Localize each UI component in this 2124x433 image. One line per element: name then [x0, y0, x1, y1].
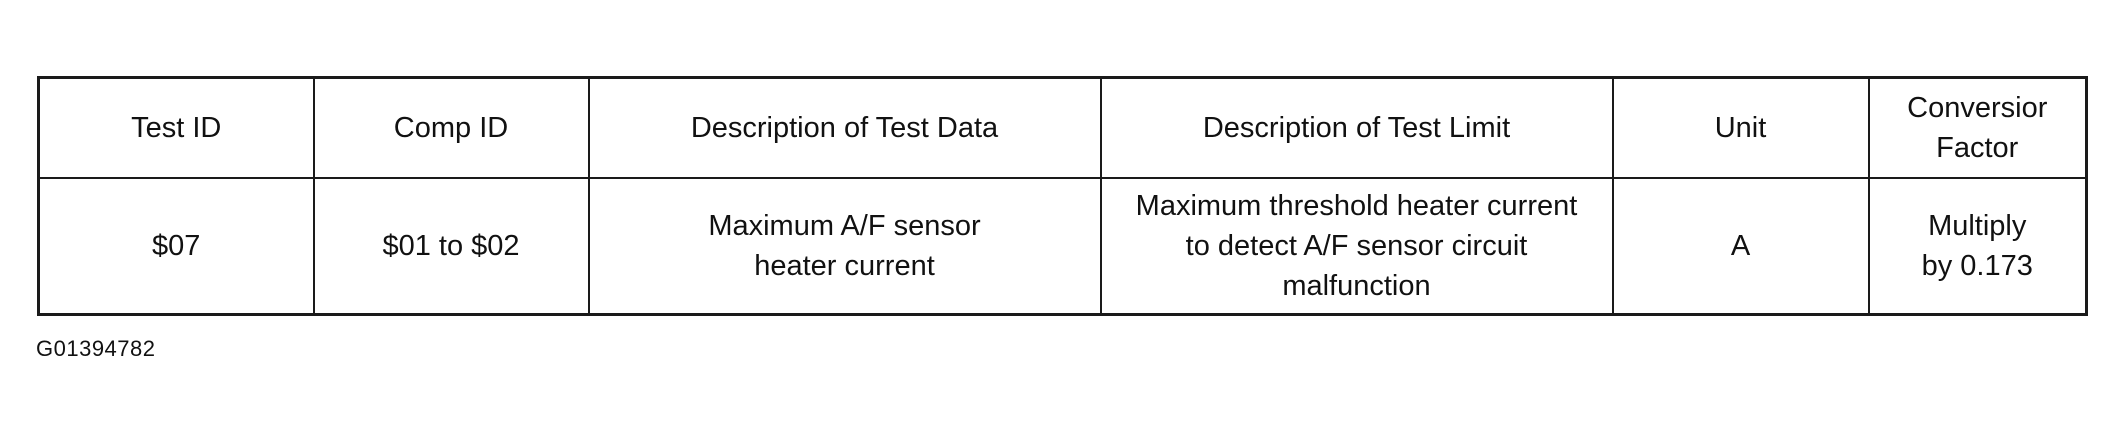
- cell-conversion-factor: Multiply by 0.173: [1867, 177, 2088, 316]
- header-unit: Unit: [1611, 76, 1870, 179]
- cell-test-limit-description: Maximum threshold heater current to dete…: [1099, 177, 1614, 316]
- header-row: Test ID Comp ID Description of Test Data…: [37, 76, 2088, 179]
- header-test-id: Test ID: [37, 76, 315, 179]
- header-comp-id: Comp ID: [312, 76, 590, 179]
- table-row: $07 $01 to $02 Maximum A/F sensor heater…: [37, 177, 2088, 316]
- header-test-limit-description: Description of Test Limit: [1099, 76, 1614, 179]
- cell-test-data-description: Maximum A/F sensor heater current: [587, 177, 1102, 316]
- header-conversion-factor: Conversior Factor: [1867, 76, 2088, 179]
- cell-comp-id: $01 to $02: [312, 177, 590, 316]
- figure-id-label: G01394782: [36, 336, 156, 361]
- table-header: Test ID Comp ID Description of Test Data…: [37, 76, 2088, 179]
- header-test-data-description: Description of Test Data: [587, 76, 1102, 179]
- cell-test-id: $07: [37, 177, 315, 316]
- cell-unit: A: [1611, 177, 1870, 316]
- test-spec-table: Test ID Comp ID Description of Test Data…: [37, 76, 2088, 316]
- table-body: $07 $01 to $02 Maximum A/F sensor heater…: [37, 177, 2088, 316]
